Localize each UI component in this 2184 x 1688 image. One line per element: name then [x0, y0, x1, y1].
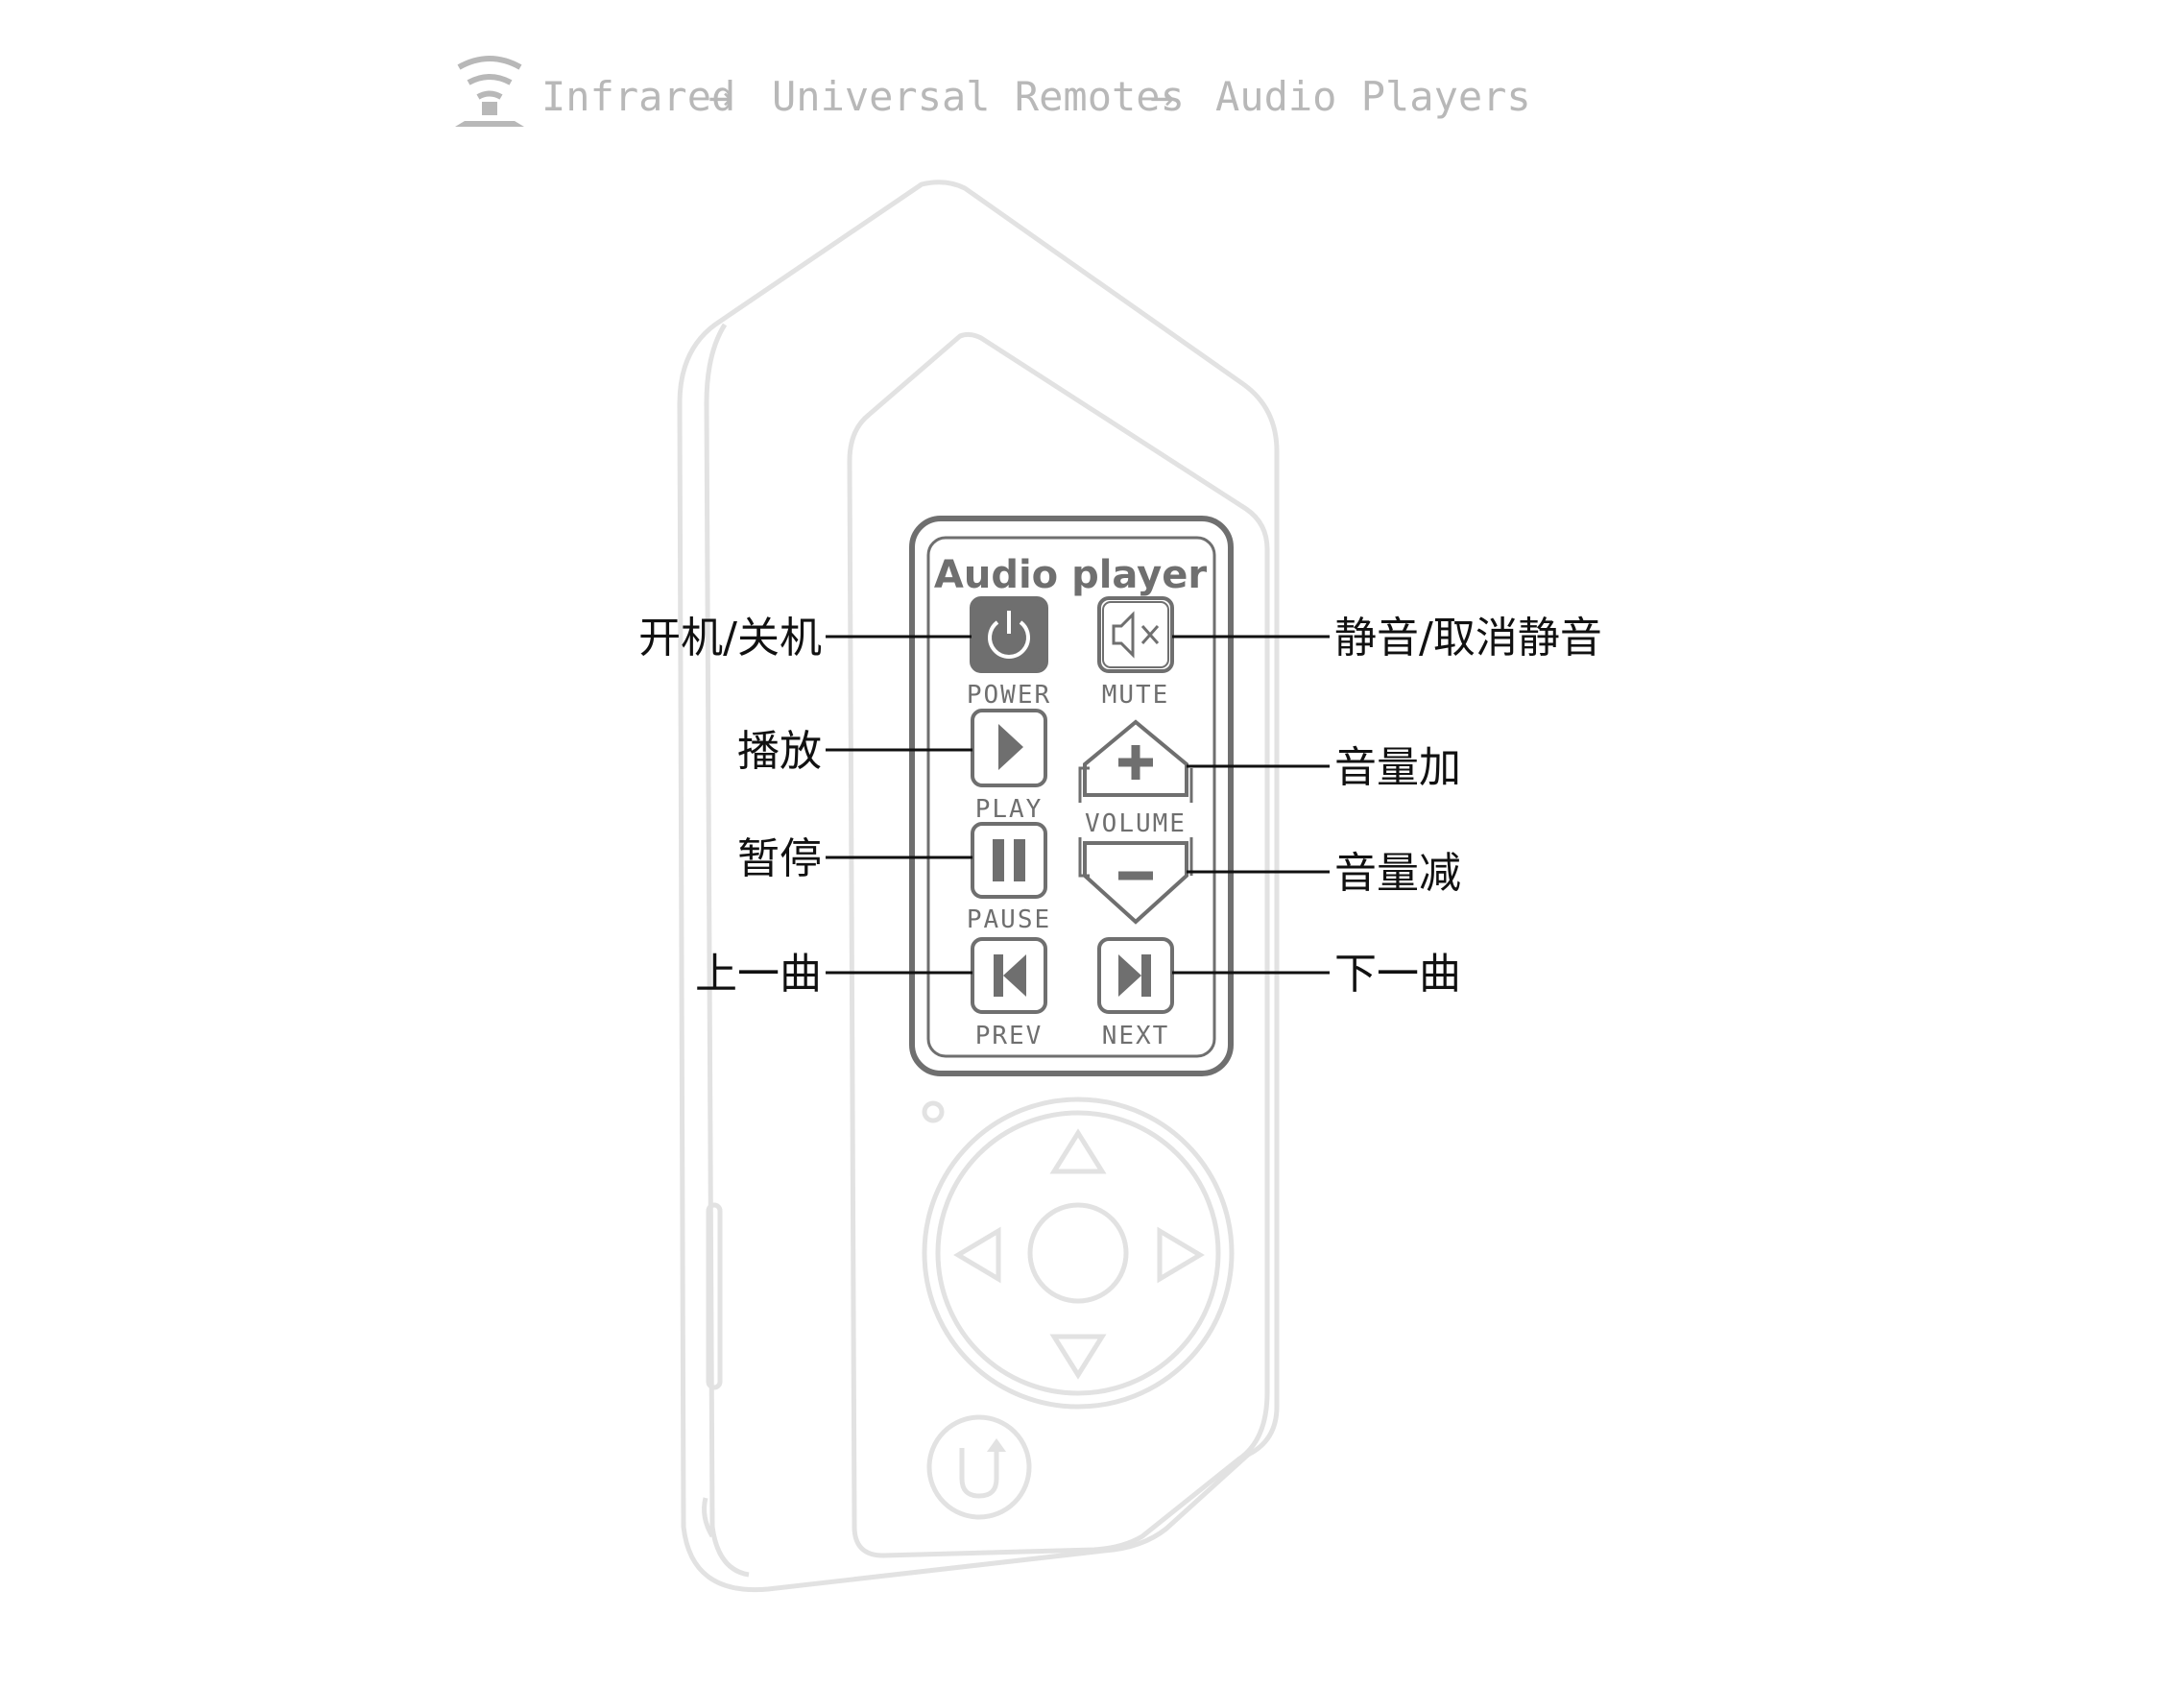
right-arrow-icon[interactable]	[1157, 1226, 1205, 1284]
pause-icon	[993, 839, 1025, 881]
label-prev: 上一曲	[695, 950, 822, 999]
label-mute: 静音/取消静音	[1334, 614, 1602, 663]
volume-caption: VOLUME	[1085, 809, 1187, 838]
breadcrumb: Infrared → Universal Remotes → Audio Pla…	[455, 56, 1531, 127]
label-pause: 暂停	[737, 834, 822, 883]
led-indicator	[922, 1100, 945, 1123]
left-arrow-icon[interactable]	[953, 1226, 1001, 1284]
leader-lines	[826, 635, 1330, 975]
pause-caption: PAUSE	[967, 905, 1051, 934]
pause-button[interactable]	[971, 822, 1047, 899]
mute-caption: MUTE	[1102, 681, 1170, 710]
breadcrumb-separator: →	[708, 73, 732, 120]
down-arrow-icon[interactable]	[1049, 1334, 1107, 1380]
power-icon	[988, 611, 1030, 659]
label-next: 下一曲	[1334, 950, 1461, 999]
breadcrumb-separator: →	[1150, 73, 1174, 120]
label-power: 开机/关机	[638, 614, 822, 663]
play-button[interactable]	[971, 709, 1047, 787]
power-button[interactable]	[970, 596, 1048, 673]
next-caption: NEXT	[1102, 1022, 1170, 1050]
speaker-mute-icon	[1112, 611, 1160, 659]
power-caption: POWER	[967, 681, 1051, 710]
breadcrumb-item-universal-remotes[interactable]: Universal Remotes	[772, 73, 1185, 120]
play-caption: PLAY	[975, 795, 1044, 824]
skip-next-icon	[1118, 954, 1151, 997]
d-pad	[922, 1097, 1235, 1410]
mute-button[interactable]	[1097, 596, 1174, 673]
plus-icon	[1118, 745, 1153, 780]
callout-labels: 开机/关机 播放 暂停 上一曲 静音/取消静音 音量加 音量减 下一曲	[638, 614, 1602, 999]
breadcrumb-item-audio-players: Audio Players	[1215, 73, 1531, 120]
prev-caption: PREV	[975, 1022, 1044, 1050]
label-play: 播放	[737, 727, 822, 776]
skip-previous-icon	[994, 954, 1026, 997]
volume-up-button[interactable]	[1078, 719, 1193, 803]
back-button[interactable]	[926, 1414, 1032, 1520]
remote-device	[677, 180, 1280, 1593]
screen-title: Audio player	[934, 553, 1207, 597]
volume-down-button[interactable]	[1078, 837, 1193, 925]
label-volume-up: 音量加	[1334, 743, 1461, 792]
label-volume-down: 音量减	[1334, 849, 1461, 898]
back-icon	[959, 1446, 999, 1499]
play-icon	[998, 724, 1023, 770]
prev-button[interactable]	[971, 937, 1047, 1014]
up-arrow-icon[interactable]	[1049, 1128, 1107, 1174]
d-pad-center-button[interactable]	[1027, 1202, 1129, 1304]
device-screen: Audio player POWER MUTE PLAY	[909, 516, 1234, 1076]
next-button[interactable]	[1097, 937, 1174, 1014]
infrared-icon	[455, 56, 524, 127]
breadcrumb-item-infrared[interactable]: Infrared	[541, 73, 735, 120]
